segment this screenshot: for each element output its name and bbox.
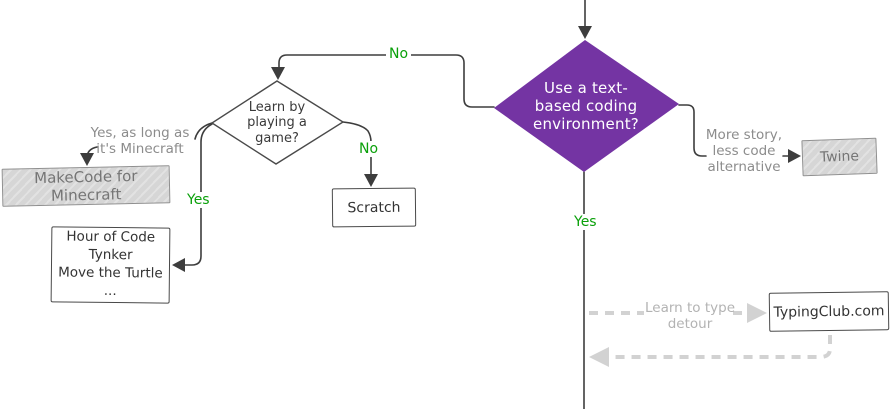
edge-label-yes-options: Yes bbox=[184, 192, 213, 209]
edge-no-to-scratch bbox=[342, 121, 372, 179]
decision-learn-by-game-shape bbox=[210, 80, 345, 165]
node-typingclub: TypingClub.com bbox=[768, 291, 890, 332]
arrowhead-into-scratch bbox=[364, 174, 378, 187]
arrowhead-detour-return bbox=[589, 347, 609, 367]
decision-learn-by-game-label: Learn by playing a game? bbox=[247, 100, 307, 146]
arrowhead-into-twine bbox=[788, 149, 801, 163]
edge-to-twine-note bbox=[678, 104, 707, 157]
edge-minecraft-hook-right bbox=[194, 122, 213, 140]
decision-text-environment-shape bbox=[494, 40, 679, 172]
node-twine: Twine bbox=[801, 137, 878, 177]
node-scratch: Scratch bbox=[331, 187, 417, 228]
edge-label-no-scratch: No bbox=[356, 141, 382, 158]
edge-label-no-game: No bbox=[386, 46, 412, 63]
edge-no-to-game bbox=[278, 54, 495, 108]
edge-label-minecraft-condition: Yes, as long as it's Minecraft bbox=[90, 125, 190, 157]
arrowhead-into-typingclub bbox=[747, 303, 767, 323]
decision-text-environment-label: Use a text- based coding environment? bbox=[533, 78, 639, 134]
arrowhead-into-env-diamond bbox=[578, 26, 592, 39]
edge-label-twine-note: More story, less code alternative bbox=[705, 127, 783, 175]
edge-label-typing-detour: Learn to type detour bbox=[644, 300, 736, 332]
edge-yes-to-options bbox=[179, 123, 213, 266]
edge-detour-return bbox=[610, 335, 832, 359]
arrowhead-into-options bbox=[172, 258, 185, 272]
node-makecode-minecraft: MakeCode for Minecraft bbox=[1, 165, 171, 207]
node-game-options: Hour of Code Tynker Move the Turtle ... bbox=[50, 226, 171, 304]
arrowhead-into-makecode bbox=[80, 153, 94, 166]
arrowhead-into-game-diamond bbox=[271, 67, 285, 80]
edge-label-yes-text: Yes bbox=[571, 214, 600, 231]
